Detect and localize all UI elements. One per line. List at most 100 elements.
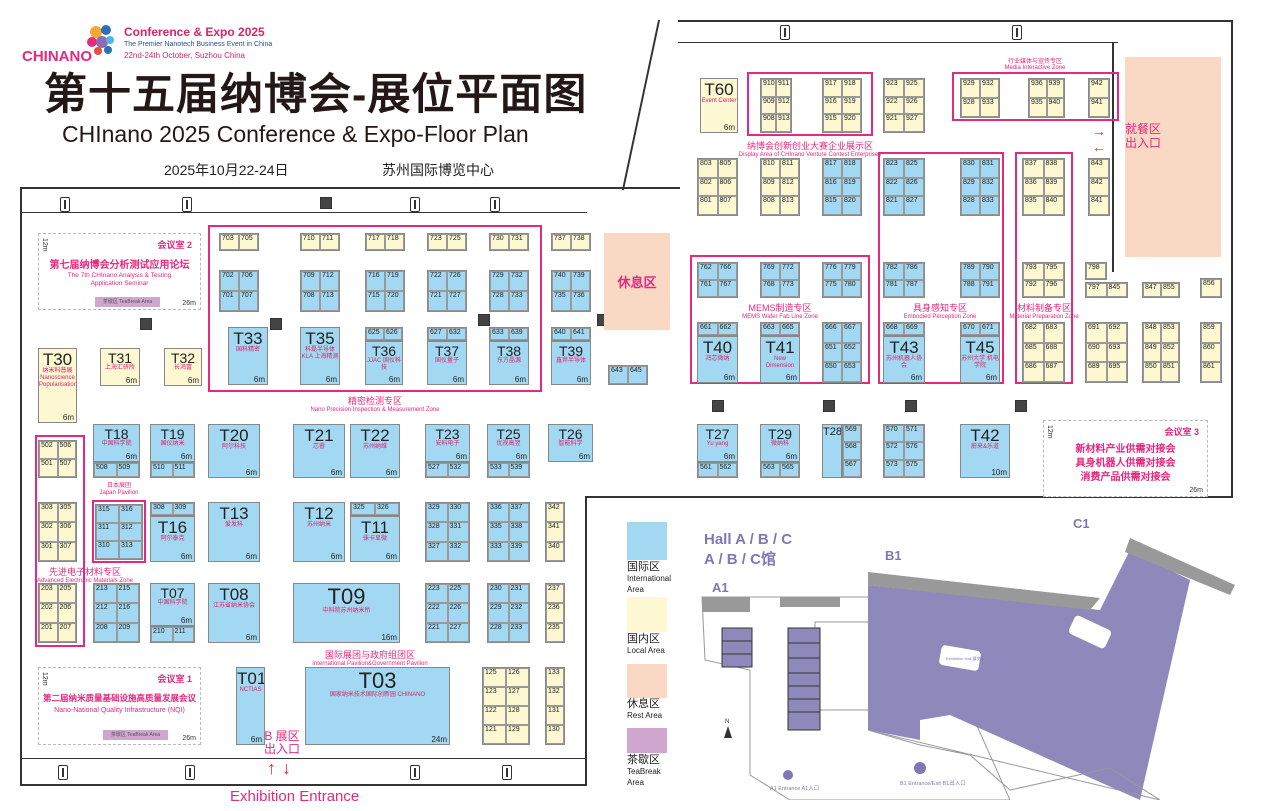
booth[interactable]: 808 bbox=[761, 196, 780, 215]
booth[interactable]: 853 bbox=[1161, 323, 1179, 343]
booth[interactable]: 315 bbox=[96, 505, 119, 523]
booth[interactable]: 202 bbox=[39, 603, 58, 623]
booth[interactable]: 706 bbox=[239, 271, 258, 291]
booth[interactable]: 122 bbox=[483, 706, 506, 725]
booth[interactable]: 786 bbox=[904, 263, 924, 280]
booth[interactable]: 715 bbox=[366, 291, 385, 311]
booth[interactable]: 670 bbox=[961, 323, 980, 335]
booth[interactable]: 722 bbox=[428, 271, 447, 291]
booth[interactable]: 921 bbox=[884, 114, 904, 132]
booth[interactable]: 919 bbox=[842, 96, 861, 115]
booth[interactable]: 309 bbox=[172, 503, 194, 515]
booth[interactable]: 231 bbox=[508, 584, 529, 604]
booth[interactable]: 340 bbox=[546, 541, 564, 561]
booth[interactable]: 927 bbox=[904, 114, 924, 132]
booth[interactable]: 233 bbox=[508, 622, 529, 642]
booth[interactable]: 201 bbox=[39, 622, 58, 642]
booth[interactable]: 821 bbox=[884, 196, 904, 215]
booth[interactable]: 302 bbox=[39, 522, 58, 542]
booth[interactable]: 942 bbox=[1089, 79, 1109, 98]
booth[interactable]: 125 bbox=[483, 668, 506, 687]
booth[interactable]: 832 bbox=[980, 177, 999, 197]
booth[interactable]: 329 bbox=[426, 503, 448, 523]
booth[interactable]: 686 bbox=[1023, 362, 1044, 382]
booth[interactable]: 693 bbox=[1106, 342, 1127, 363]
booth[interactable]: 738 bbox=[571, 234, 590, 250]
booth[interactable]: 509 bbox=[116, 463, 139, 477]
booth[interactable]: 717 bbox=[366, 234, 385, 250]
booth[interactable]: 918 bbox=[842, 79, 861, 97]
booth[interactable]: 719 bbox=[385, 271, 404, 291]
booth[interactable]: 842 bbox=[1089, 177, 1109, 197]
booth[interactable]: 795 bbox=[1043, 263, 1064, 280]
booth[interactable]: 235 bbox=[546, 622, 564, 642]
booth[interactable]: 920 bbox=[842, 114, 861, 132]
booth[interactable]: 325 bbox=[351, 503, 375, 515]
booth[interactable]: 740 bbox=[552, 271, 571, 291]
exhibition-entrance[interactable]: Exhibition Entrance bbox=[230, 788, 360, 805]
booth[interactable]: 331 bbox=[447, 522, 469, 542]
booth[interactable]: 827 bbox=[904, 196, 924, 215]
booth[interactable]: 849 bbox=[1143, 342, 1161, 363]
booth[interactable]: 502 bbox=[39, 441, 58, 459]
booth[interactable]: 718 bbox=[385, 234, 404, 250]
booth[interactable]: 825 bbox=[904, 159, 924, 178]
booth[interactable]: 229 bbox=[488, 603, 509, 623]
booth[interactable]: 121 bbox=[483, 725, 506, 744]
booth[interactable]: 838 bbox=[1043, 159, 1064, 178]
booth[interactable]: 831 bbox=[980, 159, 999, 178]
booth[interactable]: 769 bbox=[761, 263, 780, 280]
booth[interactable]: 133 bbox=[546, 668, 564, 687]
booth[interactable]: 761 bbox=[698, 280, 718, 297]
booth[interactable]: 932 bbox=[980, 79, 999, 98]
booth[interactable]: 851 bbox=[1161, 362, 1179, 382]
booth[interactable]: 856 bbox=[1201, 279, 1221, 297]
booth[interactable]: 571 bbox=[904, 425, 924, 443]
booth[interactable]: 841 bbox=[1089, 196, 1109, 215]
booth[interactable]: 836 bbox=[1023, 177, 1044, 197]
booth[interactable]: 211 bbox=[172, 627, 194, 642]
booth[interactable]: 909 bbox=[761, 96, 776, 115]
booth[interactable]: 668 bbox=[884, 323, 904, 335]
booth[interactable]: 203 bbox=[39, 584, 58, 604]
booth[interactable]: 688 bbox=[1043, 342, 1064, 363]
booth[interactable]: 739 bbox=[571, 271, 590, 291]
booth[interactable]: 539 bbox=[508, 463, 529, 477]
booth[interactable]: 129 bbox=[506, 725, 529, 744]
booth[interactable]: 570 bbox=[884, 425, 904, 443]
booth[interactable]: 787 bbox=[904, 280, 924, 297]
booth[interactable]: 852 bbox=[1161, 342, 1179, 363]
booth[interactable]: 773 bbox=[780, 280, 799, 297]
booth[interactable]: 735 bbox=[552, 291, 571, 311]
booth[interactable]: 723 bbox=[428, 234, 447, 250]
booth[interactable]: 768 bbox=[761, 280, 780, 297]
booth[interactable]: 692 bbox=[1106, 323, 1127, 343]
booth[interactable]: 936 bbox=[1029, 79, 1047, 98]
booth[interactable]: 703 bbox=[220, 234, 239, 250]
booth[interactable]: 210 bbox=[151, 627, 173, 642]
booth[interactable]: 805 bbox=[717, 159, 737, 178]
booth[interactable]: 695 bbox=[1106, 362, 1127, 382]
booth[interactable]: 772 bbox=[780, 263, 799, 280]
booth[interactable]: 567 bbox=[843, 459, 861, 477]
booth[interactable]: 206 bbox=[57, 603, 76, 623]
booth[interactable]: 328 bbox=[426, 522, 448, 542]
booth[interactable]: 822 bbox=[884, 177, 904, 197]
booth[interactable]: 782 bbox=[884, 263, 904, 280]
booth[interactable]: 861 bbox=[1201, 362, 1221, 382]
booth[interactable]: 527 bbox=[426, 463, 448, 477]
booth[interactable]: 731 bbox=[509, 234, 528, 250]
booth[interactable]: 908 bbox=[761, 114, 776, 132]
booth[interactable]: 645 bbox=[628, 366, 647, 384]
booth[interactable]: 940 bbox=[1046, 98, 1064, 117]
